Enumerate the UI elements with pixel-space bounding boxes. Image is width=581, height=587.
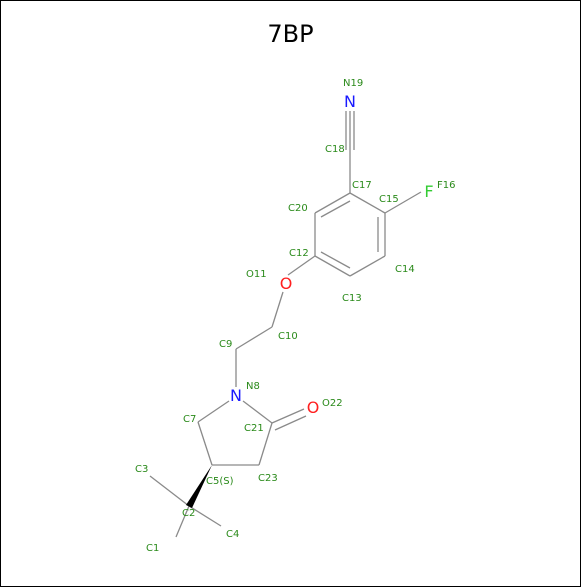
atom-label-c5: C5(S)	[206, 476, 234, 487]
atom-label-c15: C15	[379, 194, 399, 205]
element-o22: O	[307, 398, 320, 417]
molecule-title: 7BP	[267, 20, 314, 48]
atom-label-o22: O22	[322, 398, 343, 409]
bond-c14-c13	[349, 255, 386, 277]
atom-label-c20: C20	[288, 203, 308, 214]
stereo-wedge-c5-c2	[186, 465, 212, 508]
atom-label-n19: N19	[343, 78, 363, 89]
atom-label-c13: C13	[342, 293, 362, 304]
atom-label-c14: C14	[395, 264, 415, 275]
element-f16: F	[424, 182, 433, 201]
atom-label-c1: C1	[146, 543, 159, 554]
element-n19: N	[344, 92, 356, 111]
atom-label-c10: C10	[278, 331, 298, 342]
bonds-layer	[149, 111, 422, 538]
element-n8: N	[230, 386, 242, 405]
bond-c7-c5	[197, 421, 213, 466]
bond-c2-c1	[175, 505, 190, 538]
bond-c2-c3	[149, 475, 190, 507]
bond-c21-n8	[242, 400, 273, 424]
bond-c21-o22-b	[274, 415, 307, 431]
atom-label-c18: C18	[325, 144, 345, 155]
bond-c17-c15	[349, 192, 386, 214]
atom-labels: N19 C18 C17 C15 F16 C20 C12 C14 O11 C13 …	[135, 78, 455, 554]
bond-c20-c17	[314, 192, 351, 214]
atom-label-f16: F16	[437, 180, 455, 191]
bond-c12-o11	[287, 255, 316, 276]
atom-label-c2: C2	[182, 508, 195, 519]
bond-c2-c4	[188, 505, 222, 527]
atom-label-c9: C9	[219, 339, 232, 350]
bond-c10-c9	[235, 326, 273, 350]
atom-label-n8: N8	[246, 381, 260, 392]
atom-label-c4: C4	[226, 529, 239, 540]
atom-label-c12: C12	[289, 248, 309, 259]
element-o11: O	[280, 274, 293, 293]
bond-c13-c12	[314, 255, 351, 277]
bond-c20-c17-inner	[320, 200, 351, 218]
atom-label-o11: O11	[246, 269, 267, 280]
bond-c21-o22-a	[271, 408, 305, 424]
bond-c23-c21	[258, 422, 273, 466]
atom-label-c3: C3	[135, 464, 148, 475]
atom-label-c23: C23	[258, 473, 278, 484]
bond-c13-c12-inner	[320, 251, 351, 269]
atom-label-c17: C17	[352, 180, 372, 191]
element-symbols: N F O N O	[230, 92, 434, 417]
bond-c15-f16	[384, 191, 422, 214]
atom-label-c7: C7	[183, 414, 196, 425]
atom-label-c21: C21	[244, 423, 264, 434]
bond-n8-c7	[197, 400, 230, 423]
bond-o11-c10	[271, 291, 284, 328]
